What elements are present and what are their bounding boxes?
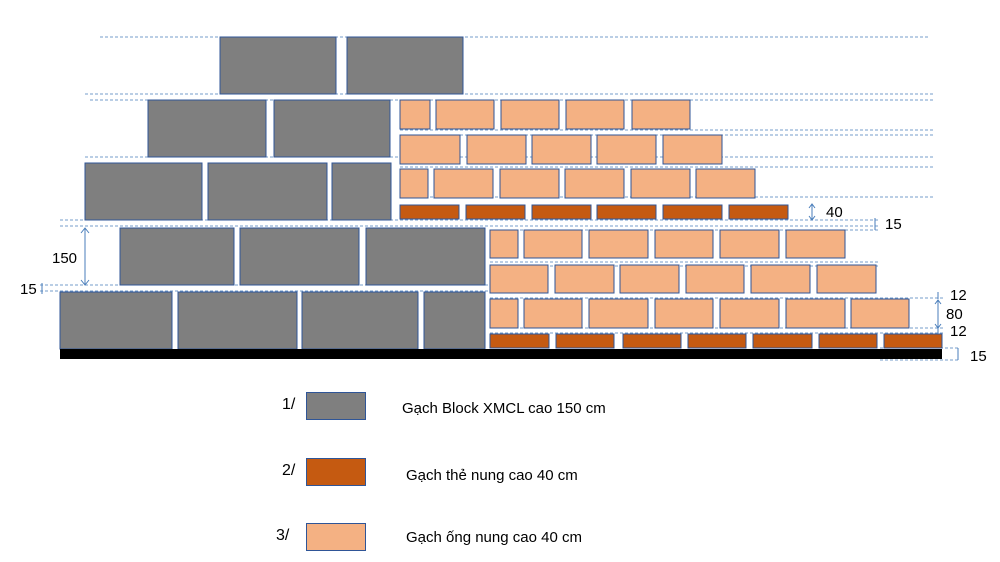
hollow-brick	[654, 229, 714, 259]
block-brick	[273, 99, 391, 158]
hollow-brick	[435, 99, 495, 130]
hollow-brick	[631, 99, 691, 130]
base-slab	[60, 349, 942, 359]
hollow-brick	[399, 134, 461, 165]
solid-brick	[622, 333, 682, 349]
legend-label: Gạch Block XMCL cao 150 cm	[402, 400, 606, 417]
dim-block-height: 150	[52, 250, 77, 267]
hollow-brick	[685, 264, 745, 294]
dim-lower-gap: 12	[950, 323, 967, 340]
legend-swatch-block	[306, 392, 366, 420]
hollow-brick	[750, 264, 811, 294]
legend-label: Gạch ống nung cao 40 cm	[406, 529, 582, 546]
dim-solid-brick-height: 40	[826, 204, 843, 221]
hollow-brick	[588, 298, 649, 329]
block-brick	[219, 36, 337, 95]
dim-bottom-gap: 12	[950, 287, 967, 304]
block-brick	[346, 36, 464, 95]
hollow-brick	[564, 168, 625, 199]
hollow-brick	[523, 298, 583, 329]
hollow-brick	[850, 298, 910, 329]
hollow-brick	[695, 168, 756, 199]
block-brick	[331, 162, 392, 221]
legend-label: Gạch thẻ nung cao 40 cm	[406, 467, 578, 484]
hollow-bricks-lower	[489, 229, 910, 329]
hollow-brick	[554, 264, 615, 294]
hollow-brick	[499, 168, 560, 199]
block-brick	[59, 291, 173, 350]
block-brick	[239, 227, 360, 286]
hollow-brick	[785, 229, 846, 259]
legend-number: 3/	[276, 527, 290, 544]
solid-brick	[728, 204, 789, 220]
hollow-brick	[500, 99, 560, 130]
hollow-brick	[433, 168, 494, 199]
dim-solid-joint: 15	[885, 216, 902, 233]
dimension-markers: 150 15 40 15 12 80 12 15	[20, 203, 987, 365]
hollow-brick	[523, 229, 583, 259]
block-brick	[177, 291, 298, 350]
solid-brick	[818, 333, 878, 349]
solid-brick	[489, 333, 550, 349]
solid-brick	[662, 204, 723, 220]
block-brick	[301, 291, 419, 350]
block-brick	[119, 227, 235, 286]
block-brick	[207, 162, 328, 221]
hollow-brick	[531, 134, 592, 165]
hollow-brick	[596, 134, 657, 165]
block-brick	[84, 162, 203, 221]
hollow-brick	[816, 264, 877, 294]
hollow-brick	[489, 229, 519, 259]
dim-block-joint: 15	[20, 281, 37, 298]
hollow-bricks-upper	[399, 99, 756, 199]
dim-base-height: 15	[970, 348, 987, 365]
solid-bricks-lower	[489, 333, 943, 349]
legend-number: 1/	[282, 396, 296, 413]
hollow-brick	[719, 298, 780, 329]
solid-brick	[687, 333, 747, 349]
solid-brick	[883, 333, 943, 349]
solid-brick	[399, 204, 460, 220]
legend-swatch-solid	[306, 458, 366, 486]
dim-hollow-height: 80	[946, 306, 963, 323]
solid-brick	[465, 204, 526, 220]
hollow-brick	[654, 298, 714, 329]
solid-brick	[555, 333, 615, 349]
block-bricks	[59, 36, 486, 350]
hollow-brick	[399, 99, 431, 130]
legend-number: 2/	[282, 462, 296, 479]
hollow-brick	[662, 134, 723, 165]
hollow-brick	[588, 229, 649, 259]
hollow-brick	[719, 229, 780, 259]
legend-swatch-hollow	[306, 523, 366, 551]
solid-brick	[752, 333, 813, 349]
block-brick	[147, 99, 267, 158]
hollow-brick	[399, 168, 429, 199]
solid-brick	[531, 204, 592, 220]
block-brick	[423, 291, 486, 350]
hollow-brick	[466, 134, 527, 165]
solid-bricks-upper	[399, 204, 789, 220]
block-brick	[365, 227, 486, 286]
hollow-brick	[489, 264, 549, 294]
hollow-brick	[785, 298, 846, 329]
hollow-brick	[565, 99, 625, 130]
solid-brick	[596, 204, 657, 220]
hollow-brick	[619, 264, 680, 294]
hollow-brick	[630, 168, 691, 199]
hollow-brick	[489, 298, 519, 329]
